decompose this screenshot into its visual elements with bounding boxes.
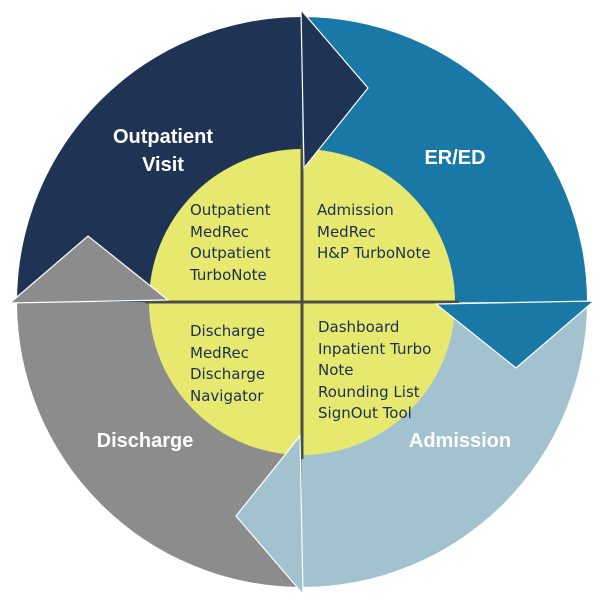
tool-list-line: Outpatient bbox=[190, 201, 271, 219]
segment-label-line: ER/ED bbox=[424, 147, 486, 169]
segment-label-line: Outpatient bbox=[113, 126, 213, 148]
tool-list-er-ed: Admission MedRec H&P TurboNote bbox=[317, 200, 431, 265]
arc-outpatient-visit bbox=[17, 17, 302, 302]
tool-list-line: MedRec bbox=[317, 222, 376, 241]
segment-label-discharge: Discharge bbox=[70, 427, 220, 455]
tool-list-line: H&P TurboNote bbox=[317, 244, 431, 262]
arc-discharge bbox=[17, 302, 302, 587]
tool-list-line: Discharge bbox=[190, 365, 266, 383]
tool-list-line: Admission bbox=[317, 201, 394, 219]
arrowhead-er-ed-to-admission bbox=[434, 300, 596, 369]
tool-list-line: Inpatient Turbo bbox=[318, 339, 432, 358]
segment-label-line: Admission bbox=[408, 430, 512, 452]
tool-list-discharge: Discharge MedRec Discharge Navigator bbox=[190, 321, 265, 407]
tool-list-outpatient-visit: Outpatient MedRec Outpatient TurboNote bbox=[190, 200, 271, 286]
arrowhead-discharge-to-outpatient bbox=[8, 235, 170, 304]
segment-label-outpatient-visit: Outpatient Visit bbox=[93, 123, 233, 179]
segment-label-line: Visit bbox=[142, 154, 184, 176]
tool-list-line: Outpatient bbox=[190, 244, 271, 262]
tool-list-line: Navigator bbox=[190, 386, 264, 405]
arrowhead-admission-to-discharge bbox=[235, 434, 304, 596]
segment-label-er-ed: ER/ED bbox=[405, 144, 505, 172]
tool-list-line: MedRec bbox=[190, 222, 249, 241]
arc-admission bbox=[302, 302, 587, 587]
tool-list-line: Discharge bbox=[190, 322, 266, 340]
arrowhead-outpatient-to-er-ed bbox=[300, 8, 369, 170]
tool-list-line: Rounding List bbox=[318, 382, 420, 401]
segment-label-admission: Admission bbox=[385, 427, 535, 455]
tool-list-line: MedRec bbox=[190, 343, 249, 362]
tool-list-line: TurboNote bbox=[190, 265, 267, 284]
tool-list-line: Dashboard bbox=[318, 318, 400, 336]
tool-list-line: SignOut Tool bbox=[318, 404, 412, 422]
arc-er-ed bbox=[302, 17, 587, 302]
segment-label-line: Discharge bbox=[96, 430, 194, 452]
tool-list-admission: Dashboard Inpatient Turbo Note Rounding … bbox=[318, 317, 431, 425]
tool-list-line: Note bbox=[318, 361, 354, 379]
